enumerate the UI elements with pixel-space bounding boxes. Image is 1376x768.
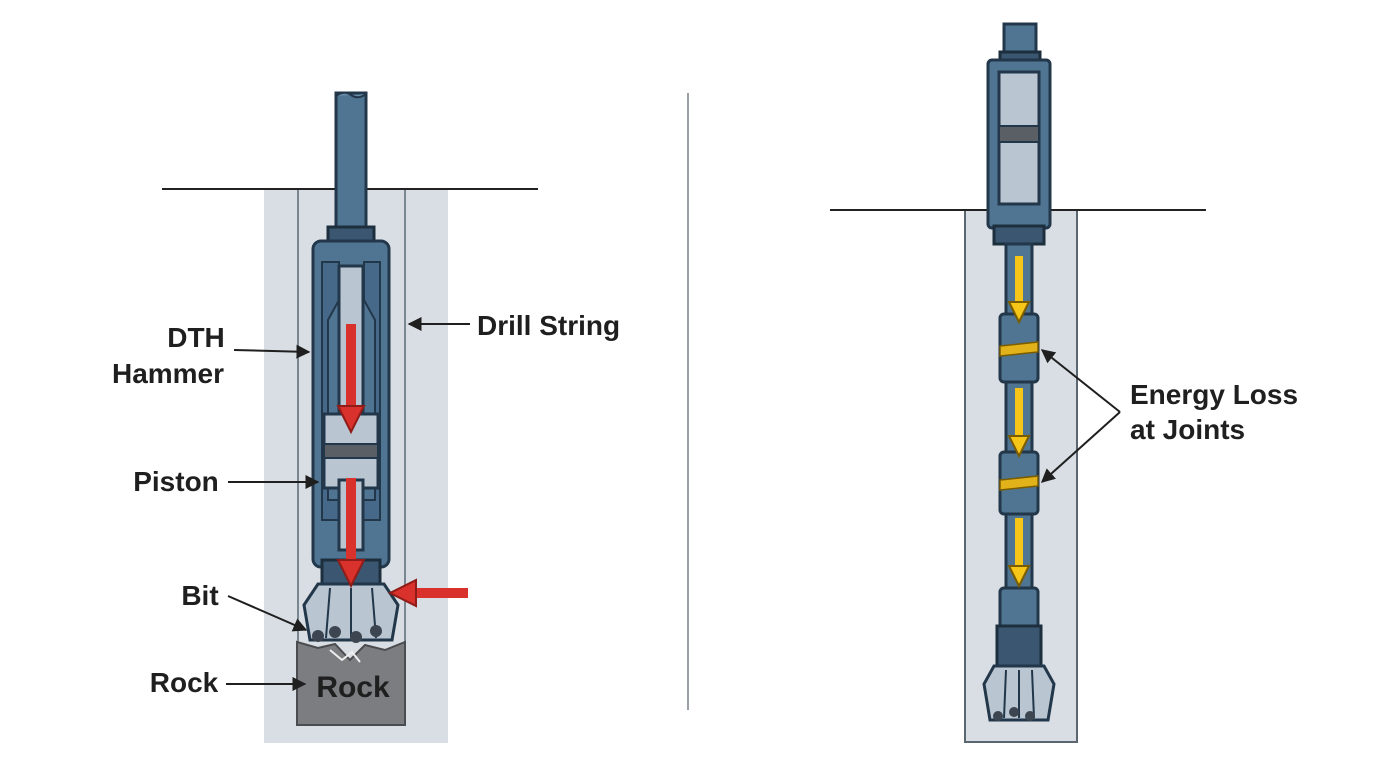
label-bit: Bit: [181, 580, 218, 611]
label-piston: Piston: [133, 466, 219, 497]
rod-adapter: [998, 586, 1040, 630]
leader-dth-hammer: [233, 344, 311, 359]
top-hammer-panel: Energy Loss at Joints: [830, 22, 1298, 743]
label-energy-loss-line2: at Joints: [1130, 414, 1245, 445]
label-rock: Rock: [150, 667, 219, 698]
bit-button-3: [350, 631, 362, 643]
bit-button-right-2: [1009, 707, 1019, 717]
top-hammer-coupling: [992, 224, 1046, 246]
leader-energy-loss-joint-1: [1040, 349, 1121, 413]
energy-arrow-1: [1007, 256, 1031, 325]
dth-panel: Rock DTH Hammer Drill String Piston Bit …: [112, 91, 620, 743]
drill-rod: [334, 91, 368, 240]
energy-arrow-3: [1007, 518, 1031, 589]
impact-arrow-upper: [336, 324, 366, 435]
label-drill-string: Drill String: [477, 310, 620, 341]
impact-arrow-side: [387, 578, 468, 608]
bit-button-1: [312, 630, 324, 642]
top-hammer-piston-band: [998, 125, 1040, 143]
bit-button-right-3: [1025, 711, 1035, 721]
label-dth-hammer-line2: Hammer: [112, 358, 224, 389]
piston-band: [323, 443, 379, 459]
leader-energy-loss-joint-2: [1040, 411, 1121, 483]
leader-bit: [227, 595, 308, 632]
bit-button-right-1: [993, 711, 1003, 721]
bit-button-4: [370, 625, 382, 637]
label-energy-loss-line1: Energy Loss: [1130, 379, 1298, 410]
rock-crack: [329, 649, 361, 663]
rock-block-text: Rock: [316, 671, 390, 704]
rod-break-mark: [335, 91, 367, 99]
energy-arrow-2: [1007, 388, 1031, 459]
bit-flute-right-1: [1003, 669, 1007, 719]
bit-button-2: [329, 626, 341, 638]
joint-band-1: [999, 341, 1039, 357]
impact-arrow-lower: [336, 478, 366, 589]
rock-block: [296, 640, 406, 726]
bit-flute-1: [325, 587, 331, 639]
joint-band-2: [999, 475, 1039, 491]
bit-shank-right: [995, 624, 1043, 668]
bit-flute-right-3: [1031, 669, 1035, 719]
label-dth-hammer-line1: DTH: [167, 322, 225, 353]
